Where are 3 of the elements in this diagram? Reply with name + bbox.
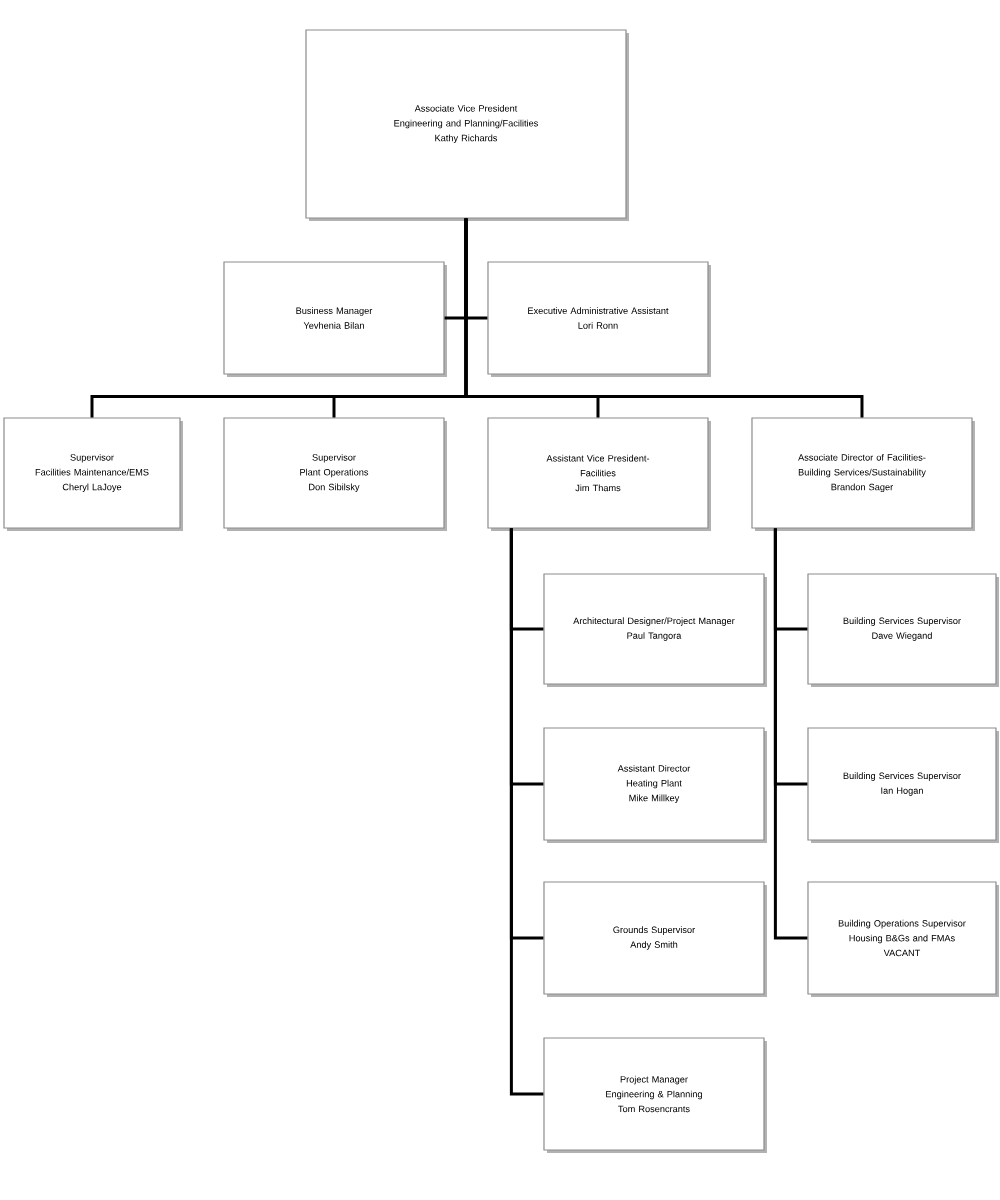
connector-line bbox=[464, 218, 864, 418]
connector-line bbox=[509, 528, 544, 1096]
connector-line bbox=[773, 528, 808, 940]
